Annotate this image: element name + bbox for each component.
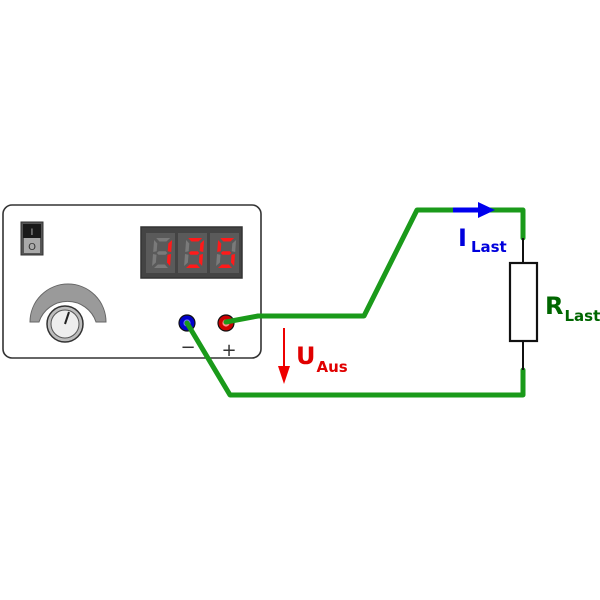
voltage-arrow [278,328,290,384]
segment-3-d [218,264,232,268]
segment-3-e [216,254,221,266]
load-resistor [508,238,539,370]
knob-scale-arc [29,283,107,323]
segment-1-a [156,238,171,242]
switch-on-symbol: I [31,228,34,238]
segment-1-c [166,254,171,266]
knob-pointer [64,311,70,325]
segment-3-f [217,240,222,252]
segment-3-c [230,254,235,266]
segment-2-f [185,240,190,252]
voltage-adjust-knob[interactable] [29,283,107,343]
switch-off-symbol: O [28,242,36,253]
power-supply: I O − + [2,204,262,361]
seven-segment-display [140,226,243,279]
segment-1-g [156,251,168,255]
segment-1-f [153,240,158,252]
power-switch[interactable]: I O [20,221,44,256]
segment-1-b [167,240,173,252]
segment-2-e [184,254,189,266]
return-wire [184,320,526,398]
segment-2-b [199,240,205,252]
segment-1-e [152,254,157,266]
load-resistor-label: RLast [545,292,600,325]
segment-3-b [231,240,237,252]
segment-1-d [154,264,168,268]
output-voltage-label: UAus [296,342,348,376]
negative-terminal-sign: − [180,337,195,358]
current-arrow [453,202,495,218]
segment-3-a [220,238,235,242]
circuit-wires [184,207,526,398]
segment-2-a [188,238,203,242]
supply-wire [223,207,526,325]
segment-2-d [186,264,200,268]
segment-2-c [198,254,203,266]
segment-3-g [220,251,232,255]
segment-2-g [188,251,200,255]
display-segments [152,238,237,268]
positive-terminal-sign: + [221,340,236,361]
